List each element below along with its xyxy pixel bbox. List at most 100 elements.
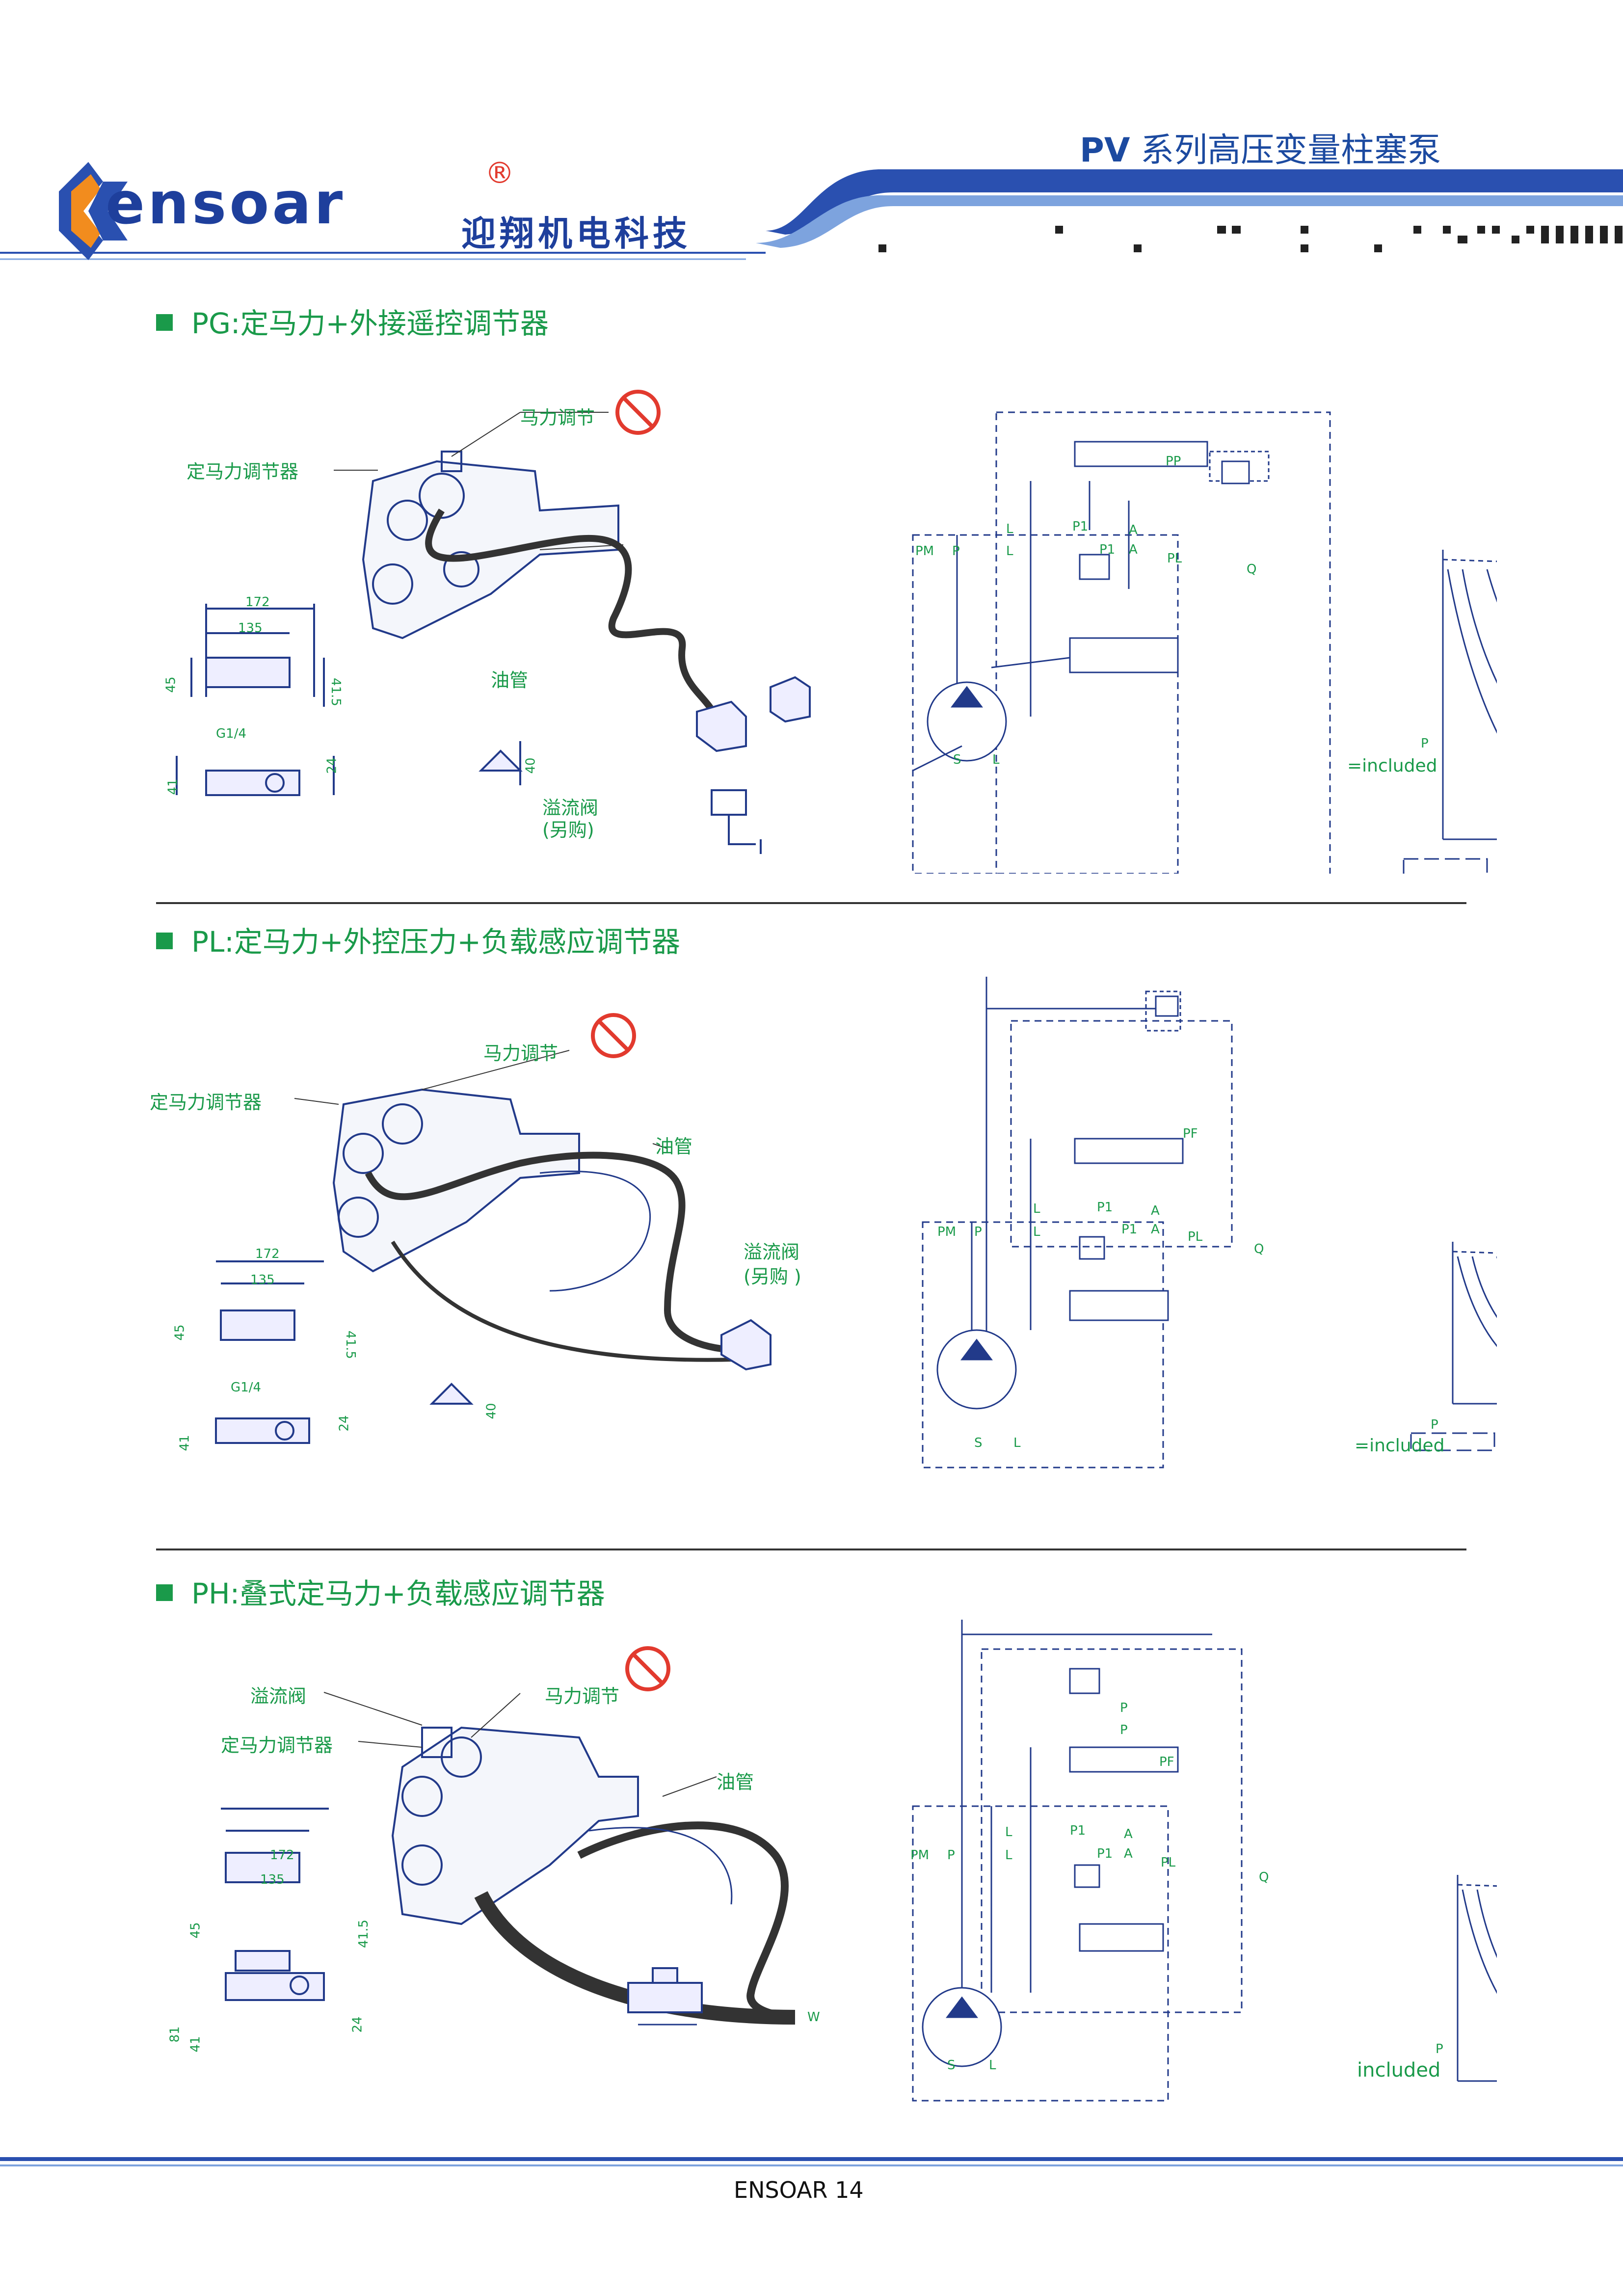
pl-dim-41-5: 41.5 <box>343 1331 358 1359</box>
pl-relief-block <box>720 1319 772 1371</box>
pl-port-pm: PM <box>937 1225 957 1239</box>
pl-port-a2: A <box>1151 1222 1160 1237</box>
brand-logo-text: ensoar <box>106 169 346 237</box>
pl-port-s: S <box>974 1436 983 1450</box>
pg-port-a1: A <box>1129 523 1138 537</box>
catalog-title-prefix: PV <box>1080 131 1130 170</box>
pl-chart-legend: =included <box>1355 1436 1445 1456</box>
pg-chart-q-label: Q <box>1247 562 1257 577</box>
pg-port-l2: L <box>1006 544 1013 559</box>
ph-dim-block-bottom <box>225 1972 325 2001</box>
pl-pq-chart <box>1410 1242 1497 1451</box>
section-bullet-icon <box>156 1584 173 1601</box>
pg-dim-135: 135 <box>238 621 263 636</box>
ph-hydraulic-schematic <box>912 1620 1243 2102</box>
ph-port-l3: L <box>989 2058 996 2073</box>
pg-dim-172: 172 <box>245 595 270 610</box>
pg-dim-41-5: 41.5 <box>328 678 343 706</box>
pl-dim-block-bottom <box>215 1417 310 1444</box>
pg-dim-45: 45 <box>163 676 179 693</box>
ph-dim-172: 172 <box>270 1848 294 1863</box>
section-divider <box>156 1548 1466 1550</box>
pg-port-p: P <box>952 544 960 559</box>
ph-port-p-top1: P <box>1120 1701 1128 1715</box>
section-bullet-icon <box>156 932 173 949</box>
ph-chart-p-label: P <box>1436 2042 1443 2056</box>
pg-chart-p-label: P <box>1421 736 1429 751</box>
pl-port-l2: L <box>1033 1225 1040 1239</box>
pl-port-p: P <box>974 1225 982 1239</box>
ph-dim-41-5: 41.5 <box>356 1920 371 1948</box>
pg-pump-body <box>362 460 619 640</box>
pg-dim-block-top <box>205 657 291 688</box>
pl-dim-135: 135 <box>250 1273 275 1287</box>
ph-label-horsepower-adjust: 马力调节 <box>545 1685 620 1707</box>
header-banner-graphic <box>0 162 1623 260</box>
ph-label-w: W <box>807 2010 820 2025</box>
section-pl-drawings <box>215 977 1497 1468</box>
pl-label-horsepower-adjust: 马力调节 <box>483 1042 559 1064</box>
pl-dim-block-top <box>220 1309 295 1341</box>
ph-pq-chart <box>1457 1875 1497 2082</box>
ph-dim-24: 24 <box>350 2016 365 2033</box>
pl-port-l1: L <box>1033 1201 1040 1216</box>
ph-port-s: S <box>947 2058 956 2073</box>
section-pg-title: PG:定马力+外接遥控调节器 <box>156 300 549 342</box>
section-divider <box>156 902 1466 904</box>
pg-chart-legend: =included <box>1347 756 1437 776</box>
ph-port-p: P <box>947 1848 955 1863</box>
pg-pq-chart <box>1403 550 1497 874</box>
pl-port-p1a: P1 <box>1097 1200 1113 1215</box>
pg-port-p1b: P1 <box>1099 542 1116 557</box>
registered-mark: ® <box>485 156 514 190</box>
pg-label-oil-pipe: 油管 <box>491 669 529 691</box>
footer-rule-light <box>0 2164 1623 2166</box>
pg-port-p1a: P1 <box>1072 519 1089 534</box>
pl-label-relief-valve: 溢流阀 <box>744 1241 800 1263</box>
pg-no-adjust-icon <box>615 390 661 435</box>
ph-port-p1b: P1 <box>1097 1846 1113 1861</box>
pl-port-a1: A <box>1151 1203 1160 1218</box>
pl-label-purchase-separately: (另购 ) <box>744 1266 801 1287</box>
logo-mark <box>59 162 128 260</box>
company-name: 迎翔机电科技 <box>461 214 691 254</box>
pl-port-pf: PF <box>1183 1126 1198 1141</box>
ph-port-a1: A <box>1124 1827 1133 1842</box>
pg-label-relief-valve: 溢流阀 <box>542 797 599 819</box>
ph-oil-pipe <box>577 1821 796 2021</box>
pl-dim-41: 41 <box>177 1435 192 1451</box>
ph-label-relief-valve: 溢流阀 <box>250 1685 307 1707</box>
pg-dim-g14: G1/4 <box>216 726 246 741</box>
pl-chart-p-label: P <box>1431 1417 1438 1432</box>
ph-chart-legend: included <box>1357 2059 1441 2082</box>
section-pg-drawings <box>176 390 1497 874</box>
section-pl-title: PL:定马力+外控压力+负载感应调节器 <box>156 919 680 960</box>
section-pg-title-text: PG:定马力+外接遥控调节器 <box>191 307 549 340</box>
pg-dim-41: 41 <box>165 778 181 795</box>
pl-dim-g14: G1/4 <box>231 1380 261 1395</box>
pl-dim-40: 40 <box>484 1403 499 1419</box>
section-ph-title-text: PH:叠式定马力+负载感应调节器 <box>191 1577 605 1610</box>
pg-port-l3: L <box>992 752 1000 767</box>
ph-port-pf: PF <box>1159 1755 1174 1769</box>
ph-port-pm: PM <box>910 1848 930 1863</box>
ph-port-p1a: P1 <box>1070 1823 1086 1838</box>
pg-label-horsepower-adjust: 马力调节 <box>520 407 595 428</box>
pg-port-pm: PM <box>915 544 934 559</box>
ph-port-l1: L <box>1005 1825 1012 1840</box>
catalog-title-text: 系列高压变量柱塞泵 <box>1130 131 1441 170</box>
pg-hydraulic-schematic <box>912 411 1331 874</box>
pg-port-pp: PP <box>1166 454 1181 469</box>
pg-port-l1: L <box>1006 522 1013 536</box>
section-ph-drawings <box>221 1620 1497 2102</box>
ph-dim-block-top <box>225 1852 300 1883</box>
pl-hydraulic-schematic <box>922 977 1233 1468</box>
pg-label-constant-hp-regulator: 定马力调节器 <box>186 461 299 482</box>
pg-dim-40: 40 <box>523 757 538 774</box>
ph-dim-81: 81 <box>167 2026 183 2043</box>
page-header: PV 系列高压变量柱塞泵 ensoar ® 迎翔机电科技 <box>0 0 1623 275</box>
pl-dim-172: 172 <box>255 1247 280 1261</box>
ph-dim-41: 41 <box>188 2036 203 2053</box>
catalog-title: PV 系列高压变量柱塞泵 <box>1080 123 1441 171</box>
pl-oil-pipe <box>365 1151 737 1353</box>
